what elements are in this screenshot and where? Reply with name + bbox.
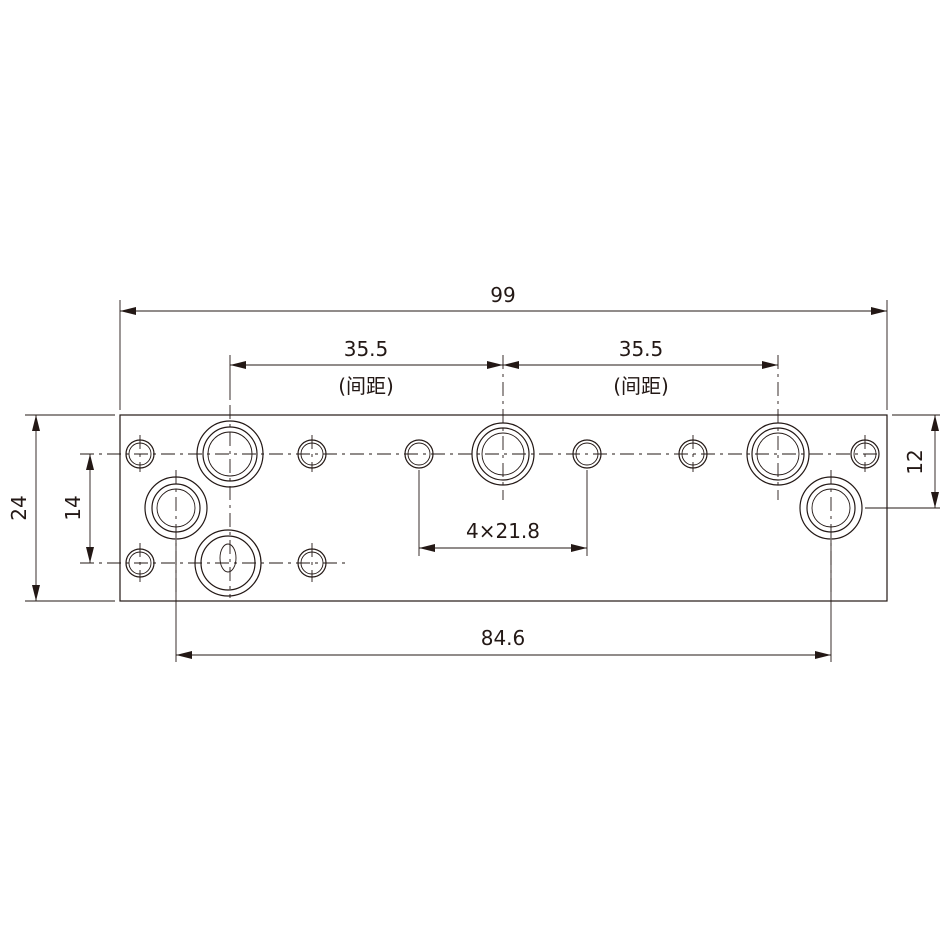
dimension-12: 12 [903,415,939,508]
counterbore-hole-right [746,422,810,486]
counterbore-hole-left [196,420,264,488]
dimension-99: 99 [120,283,887,315]
svg-text:(间距): (间距) [613,374,669,398]
counterbore-hole-lower-left [194,529,262,597]
extension-lines [25,300,940,662]
svg-text:35.5: 35.5 [344,337,389,361]
svg-text:99: 99 [490,283,515,307]
mount-hole-right [799,476,863,540]
dimension-small-hole-pitch: 4×21.8 [419,519,587,552]
svg-text:4×21.8: 4×21.8 [466,519,540,543]
counterbore-hole-center [471,422,535,486]
dimension-pitch-left: 35.5 (间距) [230,337,503,398]
dimension-24: 24 [7,415,40,601]
svg-text:12: 12 [903,449,927,474]
svg-text:14: 14 [61,495,85,520]
svg-text:(间距): (间距) [338,374,394,398]
svg-text:24: 24 [7,495,31,520]
svg-text:84.6: 84.6 [481,626,526,650]
mount-hole-left [144,476,208,540]
center-lines [80,355,880,598]
dimension-14: 14 [61,454,94,563]
svg-text:35.5: 35.5 [619,337,664,361]
dimension-84-6: 84.6 [176,626,831,659]
plate-outline [119,414,888,602]
dimension-pitch-right: 35.5 (间距) [503,337,778,398]
small-holes [125,439,880,578]
